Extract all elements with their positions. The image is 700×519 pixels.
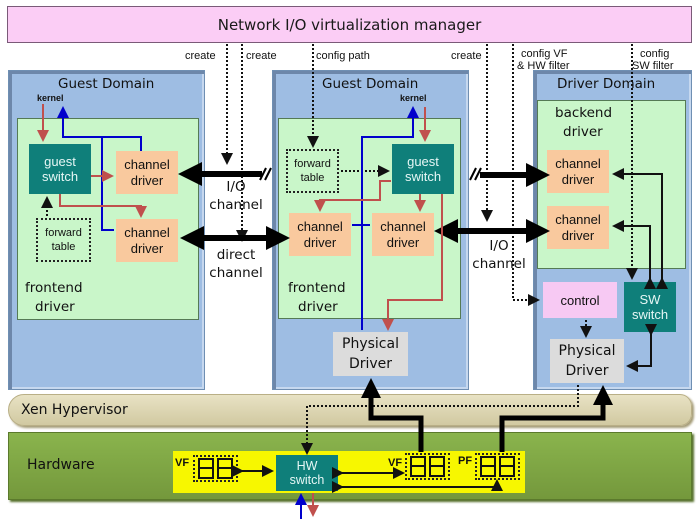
frontend-left-line1: frontend — [25, 280, 83, 296]
pf-queue — [475, 453, 520, 480]
hw-switch-line1: HW — [296, 459, 318, 473]
channel-driver-right-1: channel driver — [547, 150, 609, 193]
physical-driver-right-line1: Physical — [558, 343, 616, 359]
guest-switch-left-line1: guest — [44, 154, 76, 169]
forward-table-middle-line1: forward — [294, 158, 331, 170]
forward-table-left-line1: forward — [45, 227, 82, 239]
direct-channel-line2: channel — [209, 265, 263, 281]
io-channel-left-line1: I/O — [226, 179, 246, 195]
channel-driver-left-1: channel driver — [116, 151, 178, 194]
create-label-1: create — [185, 50, 216, 62]
xen-hypervisor-label: Xen Hypervisor — [21, 402, 128, 418]
frontend-driver-middle-label: frontend driver — [288, 279, 346, 317]
channel-driver-left-1-line2: driver — [130, 172, 164, 188]
sw-switch-line2: switch — [631, 307, 669, 322]
io-channel-left-label: I/O channel — [208, 178, 264, 214]
config-vf-hw-filter-label: config VF & HW filter — [517, 48, 570, 72]
vf-label-1: VF — [175, 457, 190, 469]
guest-switch-left-line2: switch — [41, 169, 79, 184]
xen-hypervisor-layer: Xen Hypervisor — [8, 394, 692, 426]
channel-driver-middle-1: channel driver — [289, 213, 351, 256]
hardware-label: Hardware — [27, 457, 95, 473]
guest-switch-left: guest switch — [29, 144, 91, 194]
frontend-middle-line1: frontend — [288, 280, 346, 296]
backend-line1: backend — [555, 105, 613, 121]
physical-driver-middle: Physical Driver — [333, 332, 408, 376]
frontend-middle-line2: driver — [298, 299, 338, 315]
kernel-label-middle: kernel — [400, 93, 427, 103]
channel-driver-left-2-line1: channel — [124, 224, 170, 240]
hw-switch-line2: switch — [289, 473, 325, 487]
manager-title: Network I/O virtualization manager — [217, 15, 482, 34]
driver-domain-title: Driver Domain — [557, 76, 656, 92]
forward-table-left-line2: table — [51, 241, 76, 253]
channel-driver-right-2: channel driver — [547, 206, 609, 249]
kernel-label-left: kernel — [37, 93, 64, 103]
create-label-2: create — [246, 50, 277, 62]
config-vf-line1: config VF — [521, 48, 568, 60]
backend-driver-label: backend driver — [555, 104, 612, 142]
pf-label: PF — [458, 455, 473, 467]
forward-table-middle-line2: table — [300, 172, 325, 184]
guest-switch-middle-line2: switch — [404, 169, 442, 184]
physical-driver-right-line2: Driver — [565, 363, 609, 379]
control-label: control — [560, 292, 600, 308]
channel-driver-right-1-line2: driver — [561, 171, 595, 187]
channel-driver-left-2-line2: driver — [130, 240, 164, 256]
channel-driver-middle-2-line2: driver — [386, 234, 420, 250]
channel-driver-middle-1-line2: driver — [303, 234, 337, 250]
frontend-left-line2: driver — [35, 299, 75, 315]
config-sw-line1: config — [640, 48, 670, 60]
io-channel-right-label: I/O channel — [470, 237, 528, 273]
backend-line2: driver — [563, 124, 603, 140]
io-channel-right-line1: I/O — [489, 238, 509, 254]
forward-table-left: forward table — [36, 218, 91, 262]
physical-driver-right: Physical Driver — [550, 339, 624, 383]
physical-driver-middle-line2: Driver — [348, 356, 393, 372]
channel-driver-middle-1-line1: channel — [297, 218, 343, 234]
channel-driver-left-1-line1: channel — [124, 156, 170, 172]
forward-table-middle: forward table — [286, 149, 339, 193]
control-box: control — [543, 282, 617, 318]
direct-channel-label: direct channel — [206, 246, 266, 282]
config-sw-filter-label: config SW filter — [632, 48, 674, 72]
channel-driver-right-2-line2: driver — [561, 227, 595, 243]
guest-domain-left-title: Guest Domain — [58, 76, 155, 92]
create-label-3: create — [451, 50, 482, 62]
guest-domain-middle-title: Guest Domain — [322, 76, 419, 92]
frontend-driver-left-label: frontend driver — [25, 279, 83, 317]
vf-queue-1 — [193, 455, 238, 482]
channel-driver-right-2-line1: channel — [555, 211, 601, 227]
channel-driver-left-2: channel driver — [116, 219, 178, 262]
vf-queue-2 — [405, 453, 450, 480]
io-channel-right-line2: channel — [472, 256, 526, 272]
channel-driver-right-1-line1: channel — [555, 155, 601, 171]
io-channel-left-line2: channel — [209, 197, 263, 213]
direct-channel-line1: direct — [216, 247, 256, 263]
channel-driver-middle-2-line1: channel — [380, 218, 426, 234]
config-path-label: config path — [316, 50, 370, 62]
physical-driver-middle-line1: Physical — [342, 336, 399, 352]
guest-switch-middle-line1: guest — [407, 154, 439, 169]
guest-switch-middle: guest switch — [392, 144, 454, 194]
hw-switch: HW switch — [276, 455, 338, 491]
sw-switch-line1: SW — [639, 292, 661, 307]
vf-label-2: VF — [388, 457, 403, 469]
channel-driver-middle-2: channel driver — [372, 213, 434, 256]
config-sw-line2: SW filter — [632, 60, 674, 72]
sw-switch: SW switch — [624, 282, 676, 332]
network-io-virtualization-manager: Network I/O virtualization manager — [7, 6, 692, 43]
